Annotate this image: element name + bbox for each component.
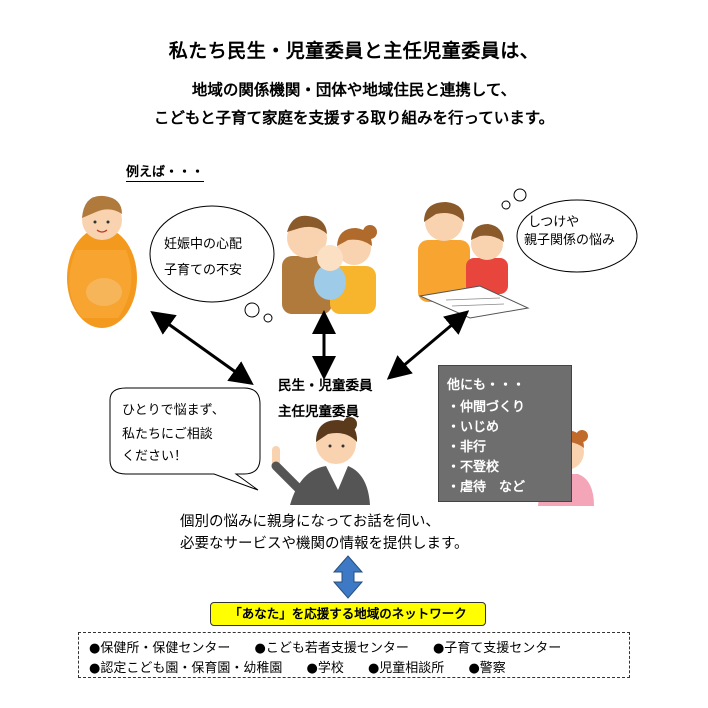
network-label: 「あなた」を応援する地域のネットワーク: [210, 602, 486, 626]
network-row-2: ●認定こども園・保育園・幼稚園 ●学校 ●児童相談所 ●警察: [89, 657, 526, 676]
mother-child-illustration: [418, 202, 530, 319]
network-item: ●警察: [468, 661, 506, 676]
bubble-text-pregnancy-2: 子育ての不安: [164, 263, 243, 278]
other-issue-item: ・虐待 など: [447, 480, 526, 495]
thought-bubble-pregnancy: [149, 205, 275, 323]
arrow-right-connector: [386, 310, 470, 380]
example-label: 例えば・・・: [126, 161, 205, 182]
subtitle-line-2: こどもと子育て家庭を支援する取り組みを行っています。: [153, 109, 555, 127]
bubble-text-discipline-1: しつけや: [528, 215, 580, 230]
description-line-1: 個別の悩みに親身になってお話を伺い、: [180, 514, 440, 530]
other-issues-box: 他にも・・・ ・仲間づくり ・いじめ ・非行 ・不登校 ・虐待 など: [438, 365, 572, 502]
blue-double-arrow: [332, 555, 364, 599]
arrow-left-connector: [150, 311, 254, 385]
other-issue-item: ・非行: [447, 440, 487, 455]
network-item: ●子育て支援センター: [432, 641, 562, 656]
other-issues-heading: 他にも・・・: [447, 378, 526, 393]
bubble-text-consult-2: 私たちにご相談: [122, 427, 213, 442]
bubble-text-consult-1: ひとりで悩まず、: [122, 403, 225, 418]
other-issue-item: ・仲間づくり: [447, 400, 526, 415]
description-line-2: 必要なサービスや機関の情報を提供します。: [180, 536, 469, 552]
bubble-text-pregnancy-1: 妊娠中の心配: [164, 237, 243, 252]
other-issue-item: ・不登校: [447, 460, 500, 475]
pregnant-woman-illustration: [67, 195, 137, 328]
network-list-box: ●保健所・保健センター ●こども若者支援センター ●子育て支援センター ●認定こ…: [78, 632, 630, 678]
network-item: ●こども若者支援センター: [254, 641, 409, 656]
speech-bubble-consult: [109, 387, 261, 491]
network-row-1: ●保健所・保健センター ●こども若者支援センター ●子育て支援センター: [89, 637, 581, 656]
network-item: ●児童相談所: [367, 661, 445, 676]
network-item: ●学校: [306, 661, 344, 676]
network-item: ●認定こども園・保育園・幼稚園: [89, 661, 283, 676]
page-title: 私たち民生・児童委員と主任児童委員は、: [168, 40, 540, 62]
bubble-text-consult-3: ください！: [122, 449, 188, 464]
role-minsei-jido-iin: 民生・児童委員: [278, 378, 373, 394]
other-issue-item: ・いじめ: [447, 420, 500, 435]
bubble-text-discipline-2: 親子関係の悩み: [524, 233, 616, 248]
role-shunin-jido-iin: 主任児童委員: [278, 404, 359, 420]
thought-bubble-discipline: [501, 188, 638, 273]
committee-member-illustration: [271, 417, 370, 505]
network-item: ●保健所・保健センター: [89, 641, 231, 656]
subtitle-line-1: 地域の関係機関・団体や地域住民と連携して、: [191, 81, 517, 99]
family-illustration: [282, 215, 377, 314]
